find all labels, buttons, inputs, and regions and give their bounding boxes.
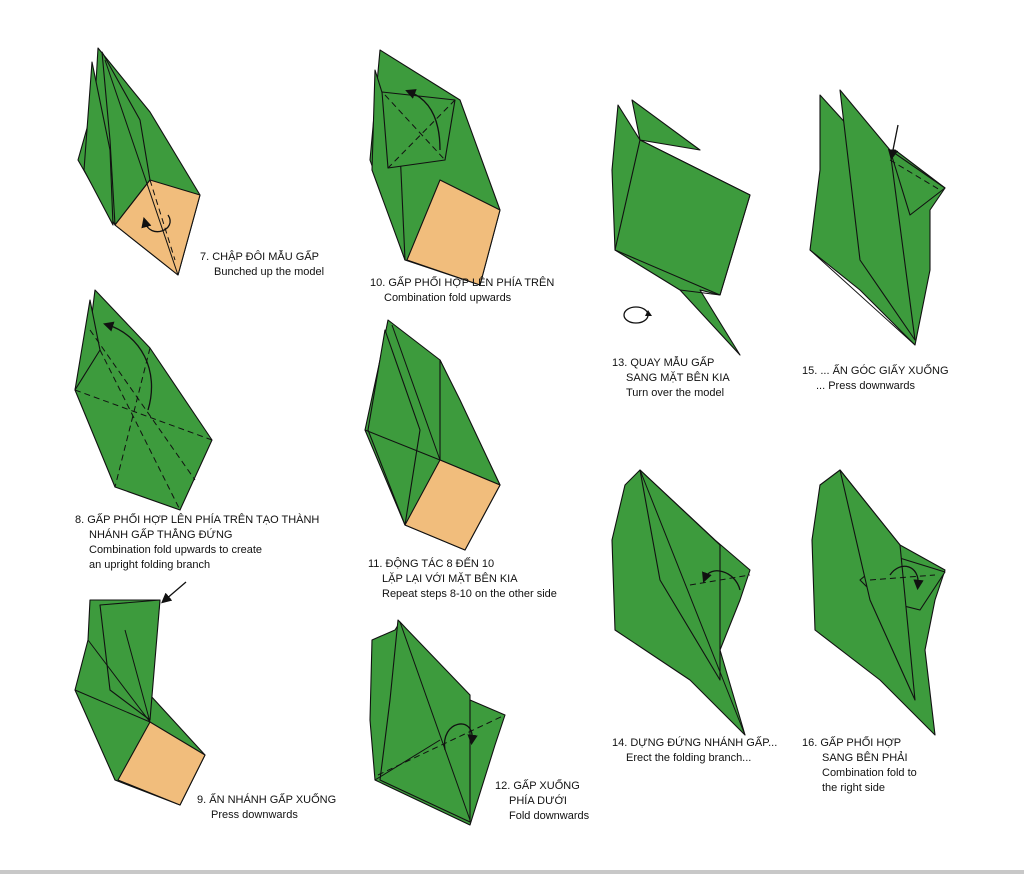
step-7-description: Bunched up the model [214,266,325,278]
step-13-description: Turn over the model [626,387,725,399]
step-12-description: Fold downwards [509,810,590,822]
step-14-description: Erect the folding branch... [626,752,752,764]
step-12-title: 12. GẤP XUỐNG [495,780,580,792]
turn-over-icon [623,306,652,324]
step-8-description: Combination fold upwards to create [89,544,263,556]
step-16-description: Combination fold to [822,767,917,779]
step-14-figure [611,469,751,736]
step-7-caption: 7. CHẬP ĐÔI MẪU GẤP Bunched up the model [200,250,324,280]
step-16-figure [811,469,946,736]
step-9-title: 9. ẤN NHÁNH GẤP XUỐNG [197,794,337,806]
step-8-caption: 8. GẤP PHỐI HỢP LÊN PHÍA TRÊN TẠO THÀNH … [75,513,319,573]
step-12-title-line2: PHÍA DƯỚI [509,795,567,807]
step-8-figure [74,289,213,511]
step-10-figure [369,49,501,286]
step-9-caption: 9. ẤN NHÁNH GẤP XUỐNG Press downwards [197,793,336,823]
step-15-title: 15. ... ẤN GÓC GIẤY XUỐNG [802,365,949,377]
step-11-title-line2: LẶP LẠI VỚI MẶT BÊN KIA [382,573,518,585]
step-12-figure [369,619,506,826]
step-11-figure [364,319,501,551]
step-14-caption: 14. DỰNG ĐỨNG NHÁNH GẤP... Erect the fol… [612,736,777,766]
step-7-title: 7. CHẬP ĐÔI MẪU GẤP [200,251,319,263]
step-13-title-line2: SANG MẶT BÊN KIA [626,372,730,384]
step-9-figure [74,581,206,806]
bottom-divider [0,870,1024,874]
step-11-caption: 11. ĐỘNG TÁC 8 ĐẾN 10 LẶP LẠI VỚI MẶT BÊ… [368,557,557,602]
step-13-title: 13. QUAY MẪU GẤP [612,357,715,369]
step-14-title: 14. DỰNG ĐỨNG NHÁNH GẤP... [612,737,778,749]
step-12-caption: 12. GẤP XUỐNG PHÍA DƯỚI Fold downwards [495,779,589,824]
step-8-title-line2: NHÁNH GẤP THẲNG ĐỨNG [89,529,233,541]
step-15-description: ... Press downwards [816,380,916,392]
step-9-description: Press downwards [211,809,298,821]
step-10-description: Combination fold upwards [384,292,512,304]
step-15-caption: 15. ... ẤN GÓC GIẤY XUỐNG ... Press down… [802,364,949,394]
step-16-title-line2: SANG BÊN PHẢI [822,752,908,764]
step-15-figure [809,89,946,346]
step-16-description-line2: the right side [822,782,885,794]
step-11-title: 11. ĐỘNG TÁC 8 ĐẾN 10 [368,558,495,570]
step-7-figure [77,47,201,276]
step-16-title: 16. GẤP PHỐI HỢP [802,737,902,749]
step-16-caption: 16. GẤP PHỐI HỢP SANG BÊN PHẢI Combinati… [802,736,917,796]
step-13-caption: 13. QUAY MẪU GẤP SANG MẶT BÊN KIA Turn o… [612,356,730,401]
step-13-figure [611,99,751,356]
step-8-description-line2: an upright folding branch [89,559,211,571]
step-11-description: Repeat steps 8-10 on the other side [382,588,557,600]
step-10-caption: 10. GẤP PHỐI HỢP LÊN PHÍA TRÊN Combinati… [370,276,554,306]
step-10-title: 10. GẤP PHỐI HỢP LÊN PHÍA TRÊN [370,277,555,289]
step-8-title: 8. GẤP PHỐI HỢP LÊN PHÍA TRÊN TẠO THÀNH [75,514,320,526]
